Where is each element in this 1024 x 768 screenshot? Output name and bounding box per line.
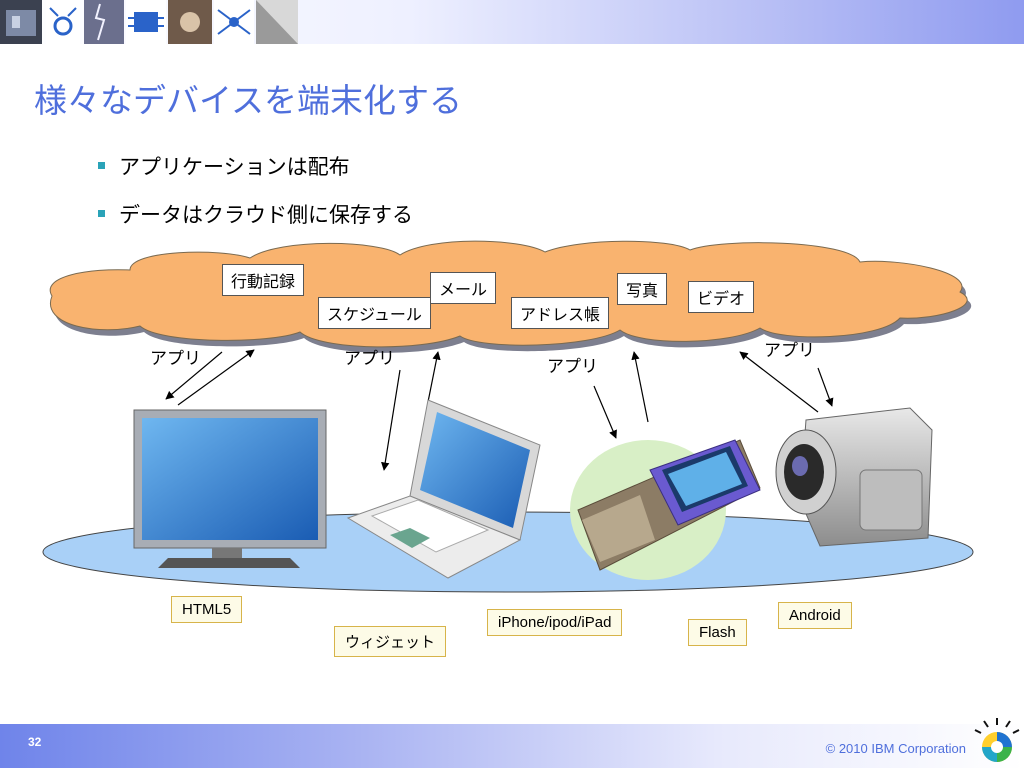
label-photo: 写真 (617, 273, 668, 305)
tech-widget: ウィジェット (334, 626, 447, 657)
tech-android: Android (778, 602, 852, 629)
label-address-book: アドレス帳 (511, 297, 610, 329)
ibm-smarter-planet-logo-icon (974, 718, 1020, 762)
sync-arrows (165, 349, 834, 471)
mobile-phone-icon (570, 439, 761, 580)
label-schedule: スケジュール (318, 297, 431, 329)
app-label: アプリ (150, 349, 201, 369)
app-label: アプリ (547, 357, 598, 377)
bullet-text: アプリケーションは配布 (119, 155, 350, 179)
video-camera-icon (775, 407, 933, 547)
tech-flash: Flash (688, 619, 747, 646)
bullet-item: データはクラウド側に保存する (98, 199, 413, 229)
label-behavior-log: 行動記録 (222, 264, 305, 296)
laptop-icon (346, 399, 541, 579)
tech-html5: HTML5 (171, 596, 243, 623)
label-video: ビデオ (688, 281, 755, 313)
tv-monitor-icon (133, 409, 327, 568)
bullet-marker (98, 161, 105, 169)
header-image-strip (0, 0, 1024, 44)
label-mail: メール (430, 272, 497, 304)
page-number: 32 (28, 735, 42, 749)
app-label: アプリ (764, 341, 815, 361)
bullet-text: データはクラウド側に保存する (119, 203, 413, 227)
bullet-marker (98, 209, 105, 217)
slide-title: 様々なデバイスを端末化する (34, 81, 463, 120)
footer-bar (0, 724, 1024, 768)
app-label: アプリ (344, 349, 395, 369)
tech-iphone: iPhone/ipod/iPad (487, 609, 623, 636)
bullet-item: アプリケーションは配布 (98, 151, 350, 181)
header-photo-icons (0, 0, 298, 44)
copyright-text: © 2010 IBM Corporation (825, 741, 966, 756)
